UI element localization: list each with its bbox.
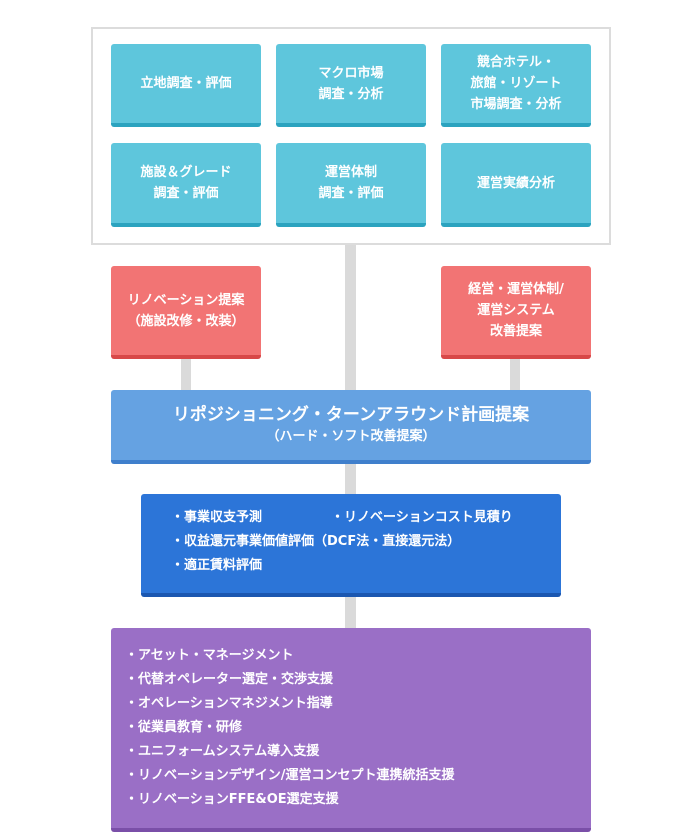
repositioning-plan-box: リポジショニング・ターンアラウンド計画提案 （ハード・ソフト改善提案） bbox=[111, 390, 591, 464]
connector-plan-valuation bbox=[345, 462, 356, 496]
renovation-proposal-line-1: リノベーション提案 bbox=[127, 292, 245, 308]
renovation-proposal-box: リノベーション提案 （施設改修・改装） bbox=[111, 266, 261, 359]
connector-left bbox=[181, 358, 191, 392]
survey-box-facility-grade-line-1: 施設＆グレード bbox=[140, 165, 232, 180]
survey-box-location: 立地調査・評価 bbox=[111, 44, 261, 127]
connector-valuation-management bbox=[345, 595, 356, 630]
survey-box-macro-market: マクロ市場 調査・分析 bbox=[276, 44, 426, 127]
survey-box-macro-market-line-2: 調査・分析 bbox=[318, 86, 384, 102]
management-proposal-line-2: 運営システム bbox=[477, 303, 555, 318]
valuation-box: ・事業収支予測 ・リノベーションコスト見積り ・収益還元事業価値評価（DCF法・… bbox=[141, 494, 561, 597]
connector-right bbox=[510, 358, 520, 392]
survey-box-facility-grade: 施設＆グレード 調査・評価 bbox=[111, 143, 261, 227]
survey-box-location-line-1: 立地調査・評価 bbox=[140, 76, 232, 91]
valuation-item: ・適正賃料評価 bbox=[171, 558, 263, 573]
management-item: ・リノベーションFFE&OE選定支援 bbox=[125, 792, 339, 807]
management-item: ・従業員教育・研修 bbox=[125, 720, 243, 735]
management-item: ・代替オペレーター選定・交渉支援 bbox=[125, 672, 334, 687]
survey-box-competitor-line-2: 旅館・リゾート bbox=[470, 76, 562, 91]
management-support-list: ・アセット・マネージメント ・代替オペレーター選定・交渉支援 ・オペレーションマ… bbox=[125, 644, 455, 812]
survey-box-operation-structure: 運営体制 調査・評価 bbox=[276, 143, 426, 227]
survey-box-facility-grade-line-2: 調査・評価 bbox=[153, 186, 219, 201]
management-proposal-line-1: 経営・運営体制/ bbox=[468, 282, 564, 297]
survey-box-operation-structure-line-1: 運営体制 bbox=[324, 165, 377, 180]
management-proposal-box: 経営・運営体制/ 運営システム 改善提案 bbox=[441, 266, 591, 359]
valuation-item: ・事業収支予測 bbox=[171, 510, 263, 525]
survey-box-performance: 運営実績分析 bbox=[441, 143, 591, 227]
management-item: ・オペレーションマネジメント指導 bbox=[125, 696, 333, 711]
survey-box-performance-line-1: 運営実績分析 bbox=[476, 175, 555, 191]
connector-main bbox=[345, 244, 356, 392]
survey-box-operation-structure-line-2: 調査・評価 bbox=[318, 186, 384, 201]
valuation-list: ・事業収支予測 ・リノベーションコスト見積り ・収益還元事業価値評価（DCF法・… bbox=[171, 506, 531, 581]
valuation-item: ・リノベーションコスト見積り bbox=[331, 510, 513, 525]
survey-box-competitor-line-1: 競合ホテル・ bbox=[476, 55, 555, 70]
management-item: ・アセット・マネージメント bbox=[125, 648, 294, 663]
management-support-box: ・アセット・マネージメント ・代替オペレーター選定・交渉支援 ・オペレーションマ… bbox=[111, 628, 591, 832]
survey-box-competitor: 競合ホテル・ 旅館・リゾート 市場調査・分析 bbox=[441, 44, 591, 127]
plan-title: リポジショニング・ターンアラウンド計画提案 bbox=[172, 405, 530, 425]
valuation-item: ・収益還元事業価値評価（DCF法・直接還元法） bbox=[171, 534, 461, 549]
management-item: ・ユニフォームシステム導入支援 bbox=[125, 744, 320, 759]
renovation-proposal-line-2: （施設改修・改装） bbox=[127, 313, 245, 329]
survey-box-macro-market-line-1: マクロ市場 bbox=[318, 65, 384, 81]
management-proposal-line-3: 改善提案 bbox=[489, 324, 542, 339]
plan-subtitle: （ハード・ソフト改善提案） bbox=[266, 429, 436, 444]
management-item: ・リノベーションデザイン/運営コンセプト連携統括支援 bbox=[125, 768, 455, 783]
survey-box-competitor-line-3: 市場調査・分析 bbox=[470, 97, 562, 112]
